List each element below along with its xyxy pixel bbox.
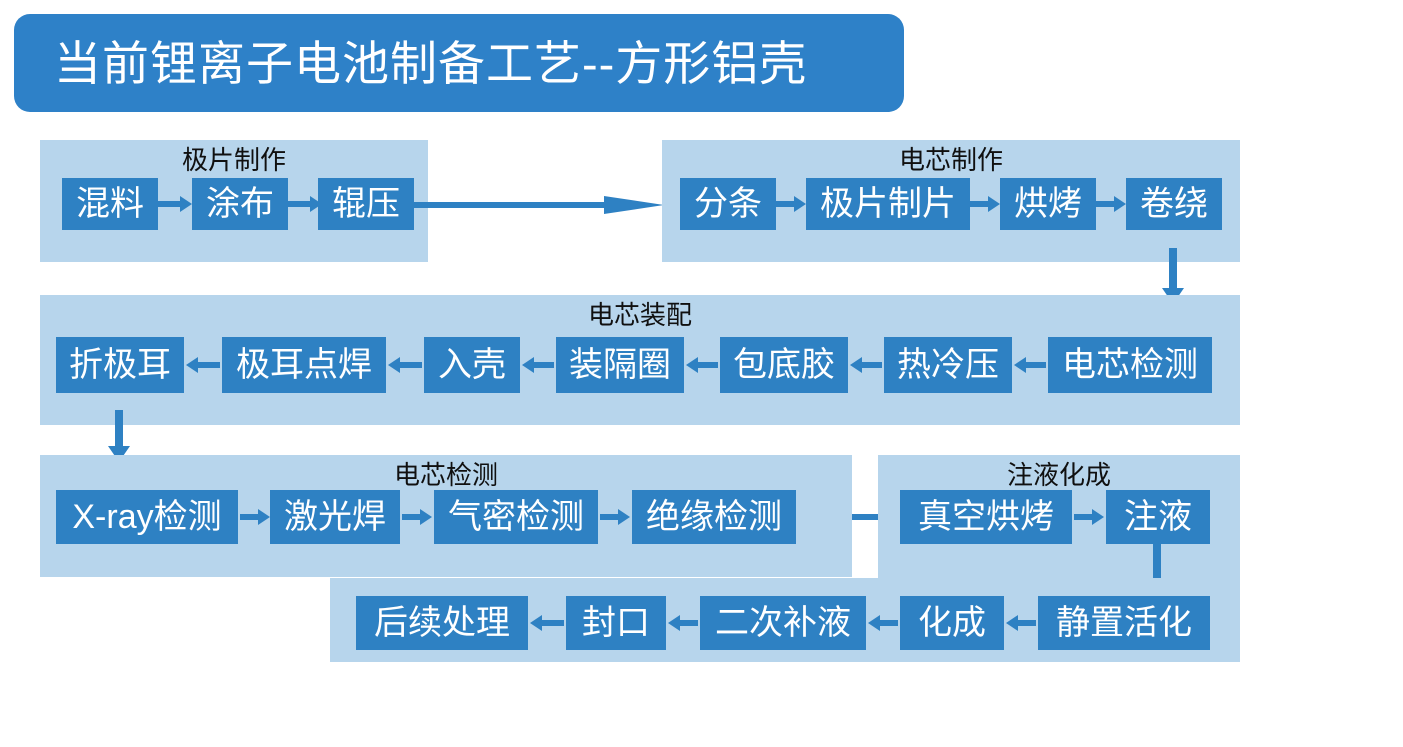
node-hot-cold-press[interactable]: 热冷压 <box>884 337 1012 393</box>
node-cell-inspection[interactable]: 电芯检测 <box>1048 337 1212 393</box>
node-pole-piece-making[interactable]: 极片制片 <box>806 178 970 230</box>
page-title-banner: 当前锂离子电池制备工艺--方形铝壳 <box>14 14 904 112</box>
node-formation[interactable]: 化成 <box>900 596 1004 650</box>
arrow-restactivation-to-formation <box>1006 615 1036 631</box>
node-fold-tab[interactable]: 折极耳 <box>56 337 184 393</box>
node-baking[interactable]: 烘烤 <box>1000 178 1096 230</box>
node-post-processing[interactable]: 后续处理 <box>356 596 528 650</box>
arrow-spacer-to-intoshell <box>522 357 554 373</box>
arrow-mixing-to-coating <box>158 196 192 212</box>
arrow-vacuumbake-to-injection <box>1074 509 1104 525</box>
node-insulation-test[interactable]: 绝缘检测 <box>632 490 796 544</box>
arrow-baking-to-winding <box>1096 196 1126 212</box>
node-tab-spot-welding[interactable]: 极耳点焊 <box>222 337 386 393</box>
arrow-secondfill-to-sealing <box>668 615 698 631</box>
node-second-electrolyte-fill[interactable]: 二次补液 <box>700 596 866 650</box>
group-label-dianxinjiance: 电芯检测 <box>393 460 498 490</box>
node-airtight-test[interactable]: 气密检测 <box>434 490 598 544</box>
arrow-airtight-to-insulation <box>600 509 630 525</box>
arrow-xray-to-laserweld <box>240 509 270 525</box>
arrow-tabweld-to-foldtab <box>186 357 220 373</box>
node-laser-welding[interactable]: 激光焊 <box>270 490 400 544</box>
group-label-dianxinzhuangpei: 电芯装配 <box>587 300 692 330</box>
arrow-winding-to-cell-inspection <box>1162 248 1184 304</box>
node-bottom-glue[interactable]: 包底胶 <box>720 337 848 393</box>
group-label-zhuyehuacheng: 注液化成 <box>1006 460 1111 490</box>
arrow-bottomglue-to-spacer <box>686 357 718 373</box>
arrow-slitting-to-polepiece <box>776 196 806 212</box>
node-into-shell[interactable]: 入壳 <box>424 337 520 393</box>
node-mixing[interactable]: 混料 <box>62 178 158 230</box>
arrow-formation-to-secondfill <box>868 615 898 631</box>
node-coating[interactable]: 涂布 <box>192 178 288 230</box>
group-label-dianxinzhizuo: 电芯制作 <box>898 145 1003 175</box>
arrow-foldtab-to-xray <box>108 410 130 462</box>
node-rest-activation[interactable]: 静置活化 <box>1038 596 1210 650</box>
arrow-rolling-to-slitting <box>414 196 664 214</box>
arrow-coating-to-rolling <box>288 196 322 212</box>
arrow-sealing-to-postprocessing <box>530 615 564 631</box>
arrow-laserweld-to-airtight <box>402 509 432 525</box>
arrow-hotcoldpress-to-bottomglue <box>850 357 882 373</box>
arrow-intoshell-to-tabweld <box>388 357 422 373</box>
node-sealing[interactable]: 封口 <box>566 596 666 650</box>
node-install-spacer[interactable]: 装隔圈 <box>556 337 684 393</box>
node-slitting[interactable]: 分条 <box>680 178 776 230</box>
group-label-jipianzhizuo: 极片制作 <box>181 145 286 175</box>
node-rolling[interactable]: 辊压 <box>318 178 414 230</box>
node-winding[interactable]: 卷绕 <box>1126 178 1222 230</box>
node-electrolyte-injection[interactable]: 注液 <box>1106 490 1210 544</box>
page-title: 当前锂离子电池制备工艺--方形铝壳 <box>54 36 808 90</box>
arrow-cellinspect-to-hotcoldpress <box>1014 357 1046 373</box>
arrow-polepiece-to-baking <box>970 196 1000 212</box>
node-xray-inspection[interactable]: X-ray检测 <box>56 490 238 544</box>
node-vacuum-baking[interactable]: 真空烘烤 <box>900 490 1072 544</box>
